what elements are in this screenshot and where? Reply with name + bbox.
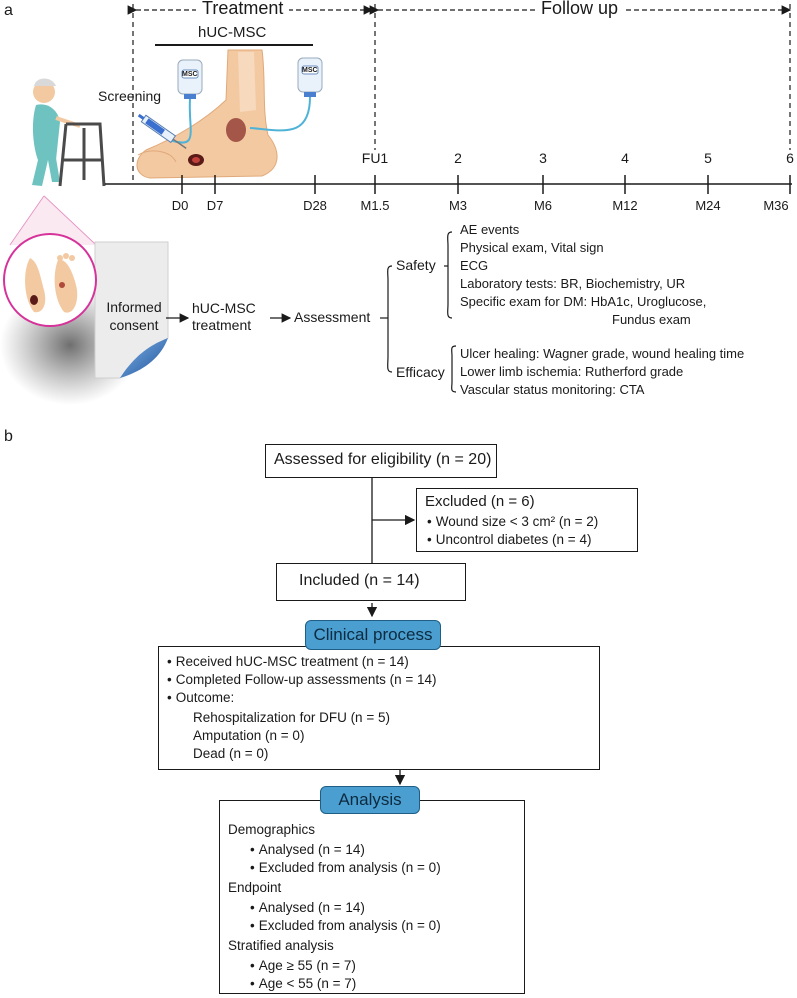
panel-a-label: a xyxy=(4,2,13,19)
followup-label: Follow up xyxy=(535,0,625,19)
screening-label: Screening xyxy=(98,88,162,104)
hucmsc-treatment-label: hUC-MSC treatment xyxy=(192,300,256,333)
assessed-text: Assessed for eligibility (n = 20) xyxy=(274,451,492,468)
visit-number: 6 xyxy=(786,150,794,166)
excluded-item: Uncontrol diabetes (n = 4) xyxy=(427,531,592,549)
efficacy-item: Lower limb ischemia: Rutherford grade xyxy=(460,364,684,379)
clinical-item: Completed Follow-up assessments (n = 14) xyxy=(167,671,437,689)
panel-b-label: b xyxy=(4,428,13,445)
excluded-box: Excluded (n = 6) Wound size < 3 cm² (n =… xyxy=(416,488,638,552)
timeline-tick-label: M24 xyxy=(695,198,721,213)
excluded-title: Excluded (n = 6) xyxy=(425,493,535,510)
outcome-item: Rehospitalization for DFU (n = 5) xyxy=(193,710,390,725)
msc-bag-label-2: MSC xyxy=(302,67,318,74)
safety-item: Specific exam for DM: HbA1c, Uroglucose, xyxy=(460,294,707,309)
clinical-process-box: Received hUC-MSC treatment (n = 14) Comp… xyxy=(158,646,600,770)
clinical-item: Outcome: xyxy=(167,689,235,707)
safety-item: AE events xyxy=(460,222,520,237)
safety-item: Fundus exam xyxy=(612,312,691,327)
outcome-item: Amputation (n = 0) xyxy=(193,728,305,743)
assessed-box: Assessed for eligibility (n = 20) xyxy=(265,444,497,478)
flowchart-connectors xyxy=(366,477,416,786)
safety-item: Laboratory tests: BR, Biochemistry, UR xyxy=(460,276,686,291)
timeline-tick-label: M1.5 xyxy=(360,198,390,213)
timeline-tick-label: M6 xyxy=(533,198,553,213)
analysis-section-heading: Stratified analysis xyxy=(228,938,334,953)
patient-illustration xyxy=(32,78,106,187)
timeline-tick-label: D7 xyxy=(206,198,224,213)
clinical-item: Received hUC-MSC treatment (n = 14) xyxy=(167,653,409,671)
timeline-tick-label: D0 xyxy=(171,198,189,213)
msc-bag-label-1: MSC xyxy=(182,71,198,78)
analysis-pill: Analysis xyxy=(320,786,420,814)
included-box: Included (n = 14) xyxy=(276,563,466,601)
timeline-tick-label: M36 xyxy=(763,198,789,213)
treatment-label: Treatment xyxy=(196,0,290,19)
timeline xyxy=(105,175,792,194)
analysis-item: Excluded from analysis (n = 0) xyxy=(250,917,441,935)
analysis-section-heading: Demographics xyxy=(228,822,316,837)
informed-consent-label: Informed consent xyxy=(106,299,162,333)
safety-label: Safety xyxy=(396,257,436,273)
analysis-item: Analysed (n = 14) xyxy=(250,841,365,859)
timeline-tick-label: M12 xyxy=(612,198,638,213)
foot-closeup xyxy=(0,195,169,405)
clinical-process-pill: Clinical process xyxy=(305,620,441,650)
analysis-box: Demographics Analysed (n = 14) Excluded … xyxy=(219,800,525,994)
safety-item: Physical exam, Vital sign xyxy=(460,240,604,255)
visit-number: FU1 xyxy=(361,150,389,166)
efficacy-item: Ulcer healing: Wagner grade, wound heali… xyxy=(460,346,745,361)
syringe-icon xyxy=(137,113,187,149)
analysis-section-heading: Endpoint xyxy=(228,880,282,895)
outcome-item: Dead (n = 0) xyxy=(193,746,269,761)
analysis-item: Age < 55 (n = 7) xyxy=(250,975,357,993)
visit-number: 4 xyxy=(621,150,629,166)
safety-item: ECG xyxy=(460,258,489,273)
period-arrows xyxy=(127,4,792,184)
included-text: Included (n = 14) xyxy=(299,572,420,589)
efficacy-label: Efficacy xyxy=(396,364,445,380)
flow-arrows xyxy=(166,231,457,393)
timeline-tick-label: D28 xyxy=(303,198,327,213)
iv-bags xyxy=(137,57,323,149)
analysis-item: Excluded from analysis (n = 0) xyxy=(250,859,441,877)
visit-number: 2 xyxy=(454,150,462,166)
hucmsc-label: hUC-MSC xyxy=(198,24,267,41)
efficacy-item: Vascular status monitoring: CTA xyxy=(460,382,645,397)
visit-number: 5 xyxy=(704,150,712,166)
analysis-item: Analysed (n = 14) xyxy=(250,899,365,917)
visit-number: 3 xyxy=(539,150,547,166)
assessment-label: Assessment xyxy=(294,309,371,325)
analysis-item: Age ≥ 55 (n = 7) xyxy=(250,957,356,975)
foot-illustration xyxy=(136,49,278,179)
timeline-tick-label: M3 xyxy=(448,198,468,213)
excluded-item: Wound size < 3 cm² (n = 2) xyxy=(427,513,599,531)
